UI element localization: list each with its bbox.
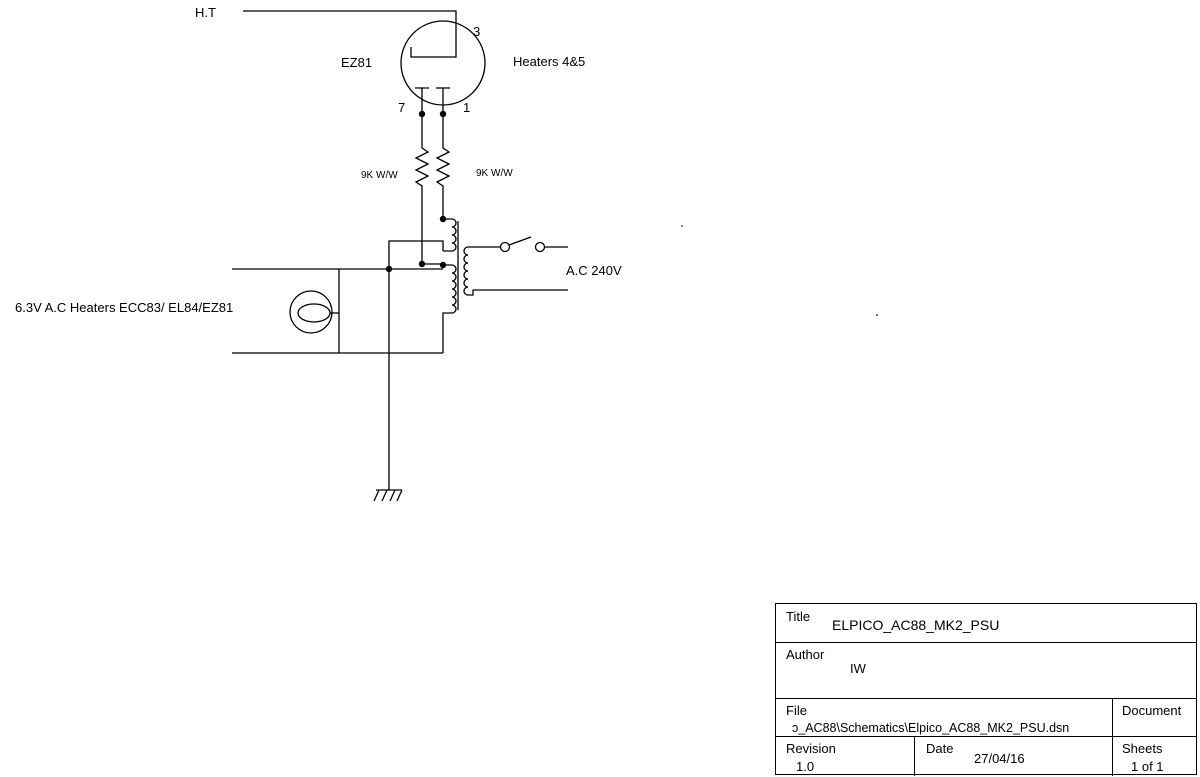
pin7-label: 7 xyxy=(398,100,405,115)
pin3-label: 3 xyxy=(473,24,480,39)
heater-winding-junction xyxy=(439,261,447,269)
heaters-label: Heaters 4&5 xyxy=(513,54,585,69)
author-value: IW xyxy=(850,661,866,676)
author-label: Author xyxy=(786,647,825,662)
pin1-label: 1 xyxy=(463,100,470,115)
resistor-left xyxy=(414,114,430,264)
sheets-value: 1 of 1 xyxy=(1131,759,1164,774)
divider xyxy=(776,736,1196,738)
speck xyxy=(681,225,683,227)
date-label: Date xyxy=(926,741,954,756)
sheets-label: Sheets xyxy=(1122,741,1163,756)
resistor-left-label: 9K W/W xyxy=(361,170,398,181)
date-value: 27/04/16 xyxy=(974,751,1025,766)
revision-value: 1.0 xyxy=(796,759,815,774)
divider xyxy=(776,642,1196,644)
document-label: Document xyxy=(1122,703,1182,718)
divider xyxy=(1112,698,1114,776)
divider xyxy=(776,698,1196,700)
revision-label: Revision xyxy=(786,741,836,756)
resistor-right-label: 9K W/W xyxy=(476,168,513,179)
ht-label: H.T xyxy=(195,5,216,20)
earth-symbol xyxy=(373,269,403,502)
ez81-tube xyxy=(400,20,486,114)
file-value: ɔ_AC88\Schematics\Elpico_AC88_MK2_PSU.ds… xyxy=(792,721,1070,735)
mains-switch xyxy=(499,236,568,253)
tube-name-label: EZ81 xyxy=(341,55,372,70)
ht-wire xyxy=(243,10,457,58)
pilot-lamp xyxy=(289,290,339,334)
centre-tap-junction xyxy=(418,260,426,268)
speck xyxy=(876,314,878,316)
resistor-right xyxy=(435,114,451,219)
transformer xyxy=(442,218,568,353)
divider xyxy=(914,736,916,776)
mains-label: A.C 240V xyxy=(566,263,622,278)
centre-tap-wiring xyxy=(388,240,444,269)
file-label: File xyxy=(786,703,807,718)
ht-winding-junction xyxy=(439,215,447,223)
title-value: ELPICO_AC88_MK2_PSU xyxy=(832,617,1000,633)
heater-supply-label: 6.3V A.C Heaters ECC83/ EL84/EZ81 xyxy=(15,300,233,315)
title-label: Title xyxy=(786,609,811,624)
heater-rails xyxy=(232,268,443,354)
title-block: Title ELPICO_AC88_MK2_PSU Author IW File… xyxy=(775,603,1197,776)
